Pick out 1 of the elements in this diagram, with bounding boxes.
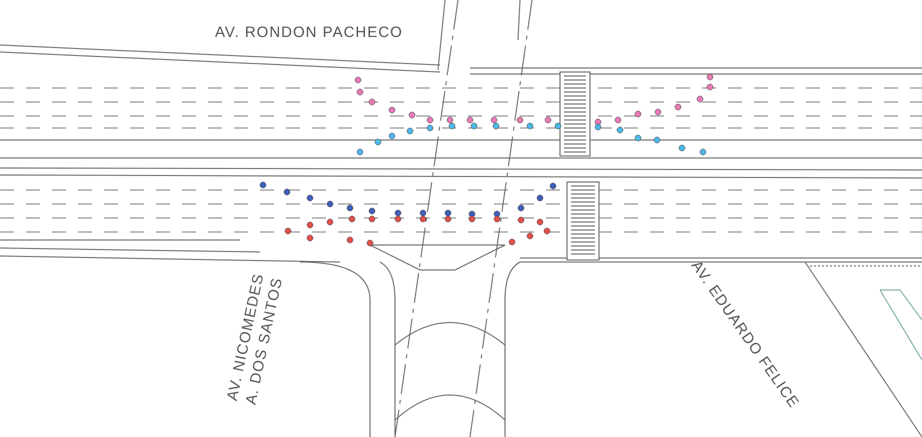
street-name: AV. RONDON PACHECO <box>215 23 404 42</box>
